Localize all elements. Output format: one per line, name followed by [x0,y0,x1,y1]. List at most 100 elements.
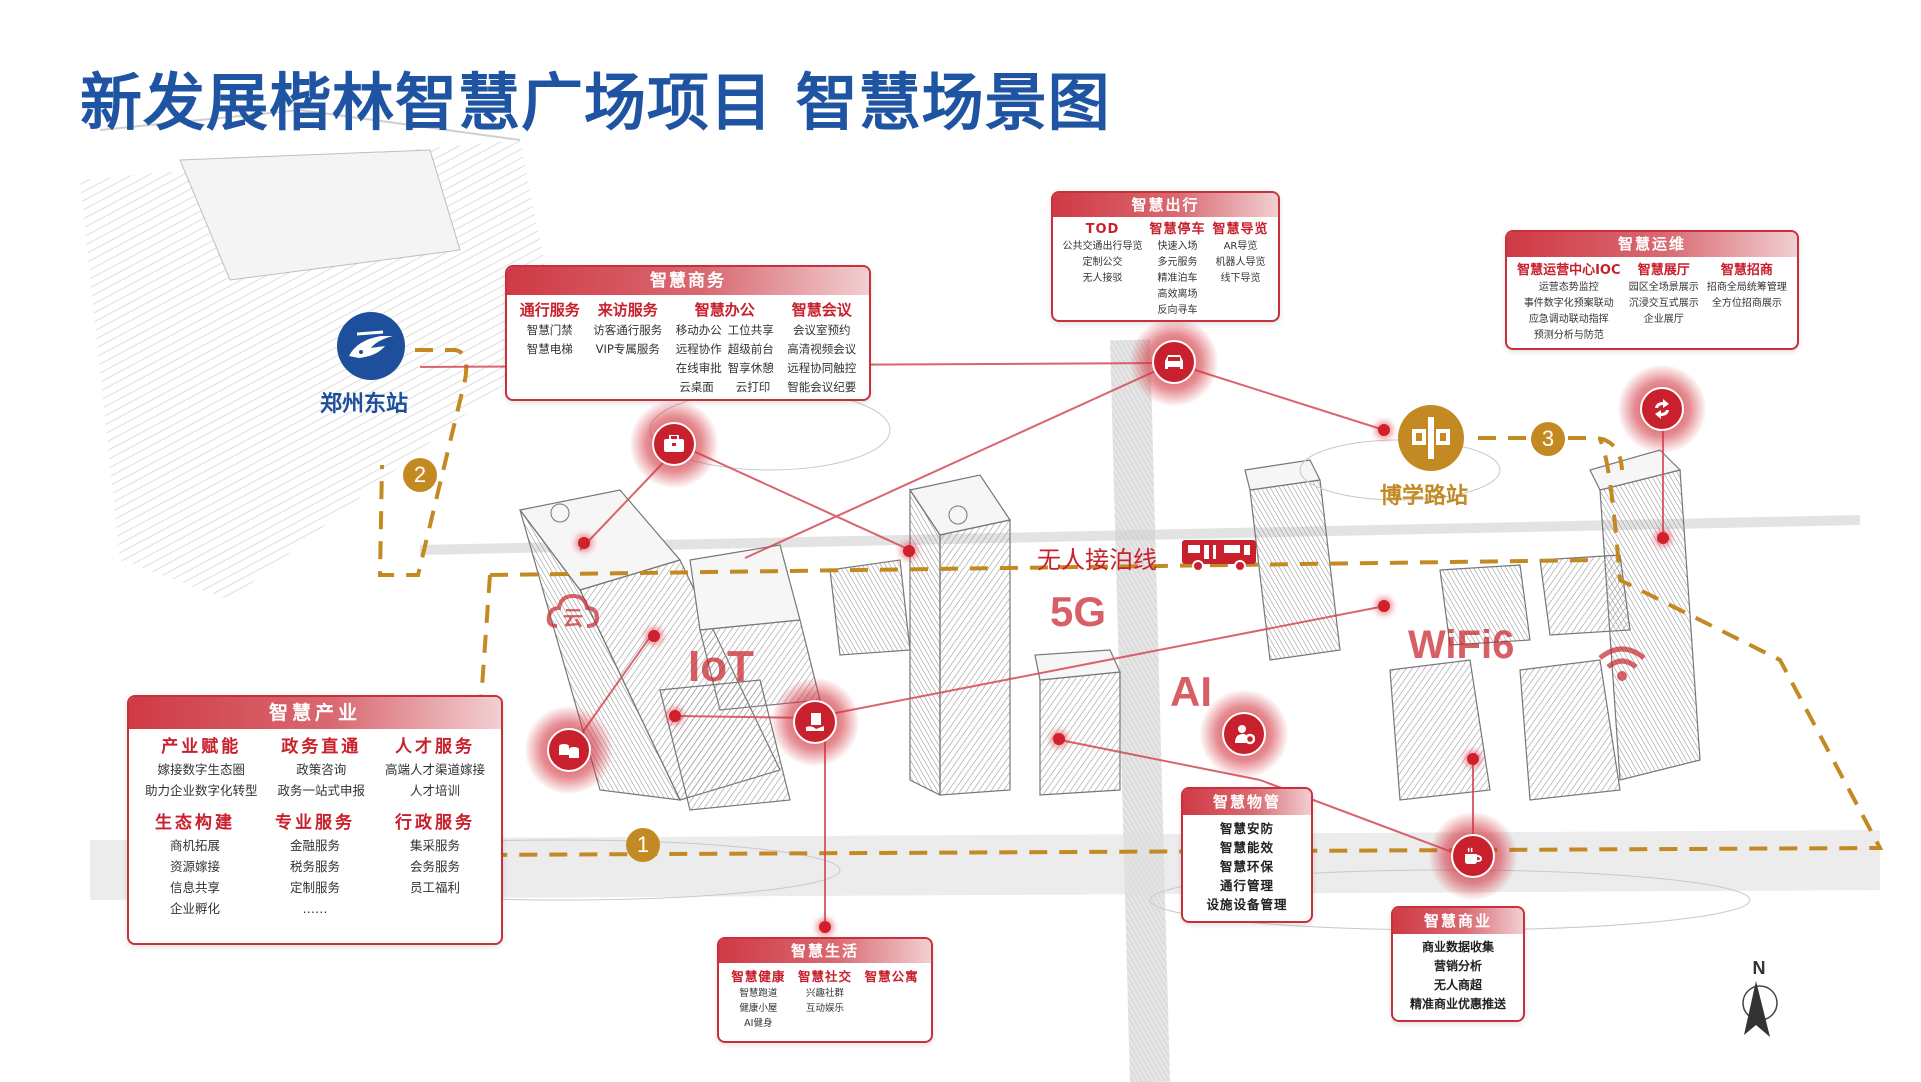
service-item: 互动娱乐 [805,1003,844,1014]
route-path [377,348,1884,858]
column-heading: 智慧会议 [791,301,852,319]
panel-title: 智慧商务 [507,267,869,295]
service-item: 云桌面 [679,380,714,394]
column-heading: 智慧办公 [694,301,755,319]
travel-col-tod: TOD 公共交通出行导览 定制公交 无人接驳 [1062,221,1142,319]
hotspot-dot [1378,600,1390,612]
column-heading: 智慧导览 [1212,222,1269,237]
train-icon [337,312,405,380]
service-item: VIP专属服务 [595,342,660,356]
operations-node[interactable] [1618,365,1706,453]
service-item: 超级前台 [727,342,774,356]
service-item: 运营态势监控 [1538,282,1599,293]
building-hand-icon [793,700,837,744]
property-node[interactable] [1200,690,1288,778]
service-item: 人才培训 [409,783,460,798]
service-item: 云打印 [735,380,771,394]
panel-title: 智慧物管 [1183,789,1311,815]
service-item: 兴趣社群 [805,988,844,999]
service-item: 会务服务 [409,859,460,874]
industry-col-professional: 专业服务 金融服务 税务服务 定制服务 …… [275,807,355,919]
service-item: 无人接驳 [1082,273,1123,284]
service-item: 园区全场景展示 [1628,282,1699,293]
column-heading: 人才服务 [394,737,475,757]
service-item: 企业展厅 [1643,314,1684,325]
boxue-road-label: 博学路站 [1380,484,1469,509]
column-heading: 通行服务 [519,301,580,319]
service-item: 多元服务 [1157,257,1198,268]
column-heading: 智慧公寓 [864,969,919,984]
industry-col-ecosystem: 生态构建 商机拓展 资源嫁接 信息共享 企业孵化 [155,807,235,919]
service-item: 定制公交 [1082,257,1123,268]
service-item: 信息共享 [169,880,220,895]
hotspot-dot [819,921,831,933]
service-item: 员工福利 [409,880,460,895]
industry-node[interactable] [525,706,613,794]
coffee-cup-icon [1451,834,1495,878]
hotspot-dot [1378,424,1390,436]
panel-title: 智慧运维 [1507,232,1797,257]
service-item: 反向寻车 [1157,305,1198,316]
hotspot-dot [1467,753,1479,765]
service-item: 工位共享 [727,323,774,337]
life-node[interactable] [771,678,859,766]
service-item: 健康小屋 [739,1003,778,1014]
column-heading: 行政服务 [395,813,475,833]
column-heading: 智慧运营中心IOC [1517,263,1621,278]
service-item: 营销分析 [1433,959,1482,973]
business-col-visitor: 来访服务 访客通行服务 VIP专属服务 [593,299,662,397]
column-heading: TOD [1085,222,1120,237]
route-marker-3: 3 [1531,422,1565,456]
commerce-node[interactable] [1429,812,1517,900]
page-title: 新发展楷林智慧广场项目 智慧场景图 [80,66,1111,139]
service-item: 高端人才渠道嫁接 [384,762,485,777]
ops-col-investment: 智慧招商 招商全局统筹管理 全方位招商展示 [1707,261,1787,344]
life-col-social: 智慧社交 兴趣社群 互动娱乐 [798,967,852,1031]
panel-smart-property: 智慧物管 智慧安防 智慧能效 智慧环保 通行管理 设施设备管理 [1181,787,1313,923]
service-item: 助力企业数字化转型 [144,783,258,798]
service-item: 全方位招商展示 [1711,298,1782,309]
panel-title: 智慧出行 [1053,193,1278,217]
industry-col-admin: 行政服务 集采服务 会务服务 员工福利 [395,807,475,919]
column-heading: 来访服务 [597,301,658,319]
hotspot-dot [903,545,915,557]
ops-col-ioc: 智慧运营中心IOC 运营态势监控 事件数字化预案联动 应急调动联动指挥 预测分析… [1517,261,1620,344]
column-heading: 智慧健康 [731,969,786,984]
travel-node[interactable] [1130,318,1218,406]
service-item: 商机拓展 [169,838,220,853]
service-item: …… [302,901,328,916]
user-gear-icon [1222,712,1266,756]
panel-title: 智慧生活 [719,939,931,963]
hotspot-dot [648,630,660,642]
service-item: 通行管理 [1219,878,1274,893]
north-compass: N [1742,958,1782,1045]
north-arrow-icon [1742,981,1778,1037]
life-col-apartment: 智慧公寓 [865,967,919,1031]
service-item: 定制服务 [289,880,340,895]
travel-col-parking: 智慧停车 快速入场 多元服务 精准泊车 高效离场 反向寻车 [1149,221,1205,319]
route-marker-1: 1 [626,828,660,862]
column-heading: 智慧招商 [1720,263,1773,278]
service-item: 精准商业优惠推送 [1409,997,1506,1011]
service-item: 金融服务 [289,838,340,853]
panel-smart-operations: 智慧运维 智慧运营中心IOC 运营态势监控 事件数字化预案联动 应急调动联动指挥… [1505,230,1799,350]
panel-smart-travel: 智慧出行 TOD 公共交通出行导览 定制公交 无人接驳 智慧停车 快速入场 多元… [1051,191,1280,322]
service-item: 政策咨询 [296,762,347,777]
service-item: 沉浸交互式展示 [1628,298,1699,309]
service-item: 远程协作 [675,342,722,356]
service-item: AR导览 [1223,241,1258,252]
business-node[interactable] [630,400,718,488]
service-item: 线下导览 [1220,273,1261,284]
service-item: 智慧环保 [1219,859,1274,874]
service-item: 智能会议纪要 [787,380,857,394]
travel-col-guide: 智慧导览 AR导览 机器人导览 线下导览 [1212,221,1268,319]
iot-label: IoT [688,642,754,691]
zhengzhou-east-label: 郑州东站 [320,392,409,417]
service-item: 智慧门禁 [526,323,573,337]
service-item: AI健身 [744,1018,773,1029]
column-heading: 智慧展厅 [1637,263,1690,278]
briefcase-icon [652,422,696,466]
column-heading: 生态构建 [155,813,235,833]
wifi6-label: WiFi6 [1408,623,1515,667]
